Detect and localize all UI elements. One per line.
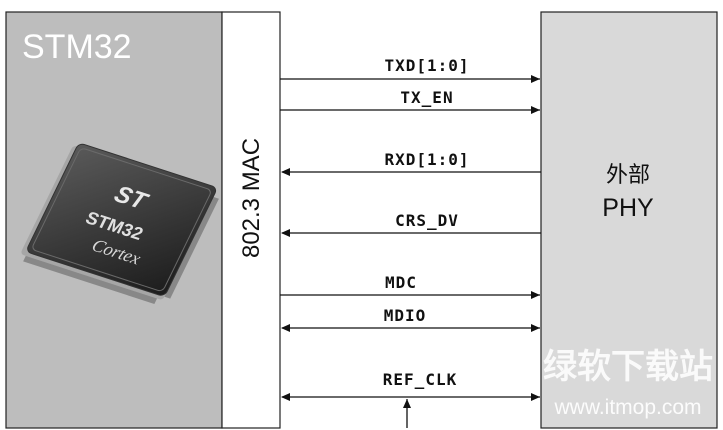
watermark-url: www.itmop.com	[553, 396, 701, 419]
signal-label-mdc: MDC	[385, 273, 417, 292]
signal-label-txd: TXD[1:0]	[384, 56, 469, 75]
signal-mdc: MDC	[280, 273, 540, 299]
signal-label-ref-clk: REF_CLK	[383, 370, 457, 389]
mac-block	[221, 11, 281, 429]
signal-tx-data: TXD[1:0]	[280, 56, 540, 83]
signal-rx-data: RXD[1:0]	[281, 150, 541, 176]
signal-label-rxd: RXD[1:0]	[384, 150, 469, 169]
mcu-title: STM32	[22, 28, 132, 66]
phy-label-cn: 外部	[606, 163, 650, 188]
phy-label-en: PHY	[602, 194, 654, 222]
signal-tx-enable: TX_EN	[280, 88, 540, 114]
watermark: 绿软下载站 www.itmop.com	[543, 347, 713, 419]
signal-label-tx-en: TX_EN	[400, 88, 453, 107]
mac-label: 802.3 MAC	[238, 138, 265, 258]
signal-label-crs-dv: CRS_DV	[395, 211, 459, 230]
signal-crs-dv: CRS_DV	[281, 211, 541, 237]
watermark-cn: 绿软下载站	[543, 347, 713, 387]
signal-mdio: MDIO	[281, 306, 540, 332]
signal-label-mdio: MDIO	[384, 306, 427, 325]
phy-block	[540, 11, 718, 429]
signal-ref-clk: REF_CLK	[281, 370, 540, 428]
stm32-chip-image: ST STM32 Cortex	[21, 143, 219, 304]
